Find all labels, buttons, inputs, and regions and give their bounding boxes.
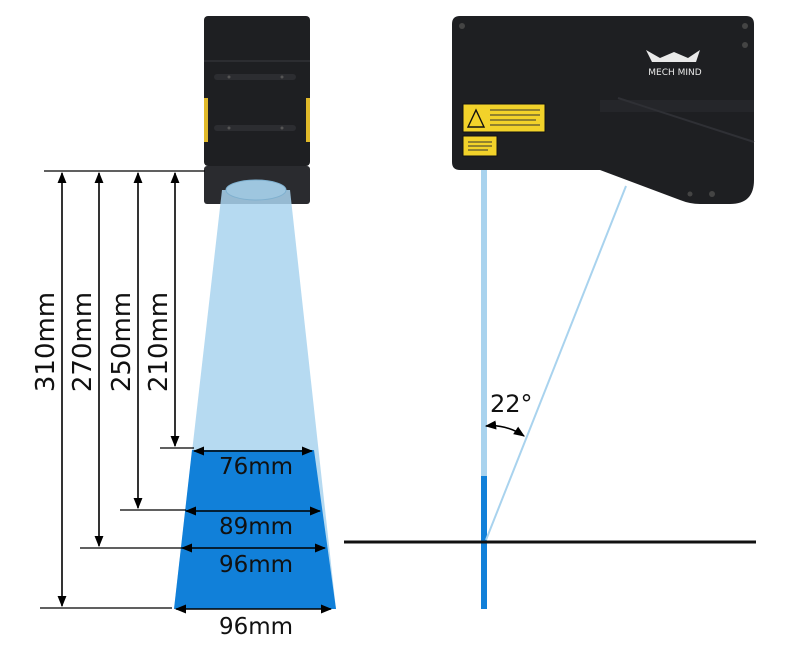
dim-label-250: 250mm	[107, 292, 137, 392]
brand-logo-text: MECH MIND	[648, 68, 702, 78]
reflected-view-line	[485, 185, 627, 541]
beam-fan-measuring-range	[174, 450, 336, 609]
yellow-side-accent-right	[306, 98, 310, 142]
width-label-89: 89mm	[219, 514, 293, 540]
angle-label: 22°	[490, 390, 533, 418]
camera-side-view: MECH MIND	[452, 16, 755, 204]
mech-mind-logo-icon	[646, 50, 700, 62]
dim-label-310: 310mm	[31, 292, 61, 392]
dim-label-210: 210mm	[144, 292, 174, 392]
width-label-76: 76mm	[219, 454, 293, 480]
lens-window	[225, 179, 287, 201]
angle-arc	[484, 420, 525, 437]
width-label-96-lower: 96mm	[219, 614, 293, 640]
dim-label-270: 270mm	[68, 292, 98, 392]
laser-warning-label	[462, 103, 546, 133]
camera-front-view	[204, 16, 310, 204]
camera-body-front	[204, 16, 310, 166]
width-label-96-upper: 96mm	[219, 552, 293, 578]
yellow-side-accent-left	[204, 98, 208, 142]
laser-hazard-icon	[466, 108, 486, 128]
